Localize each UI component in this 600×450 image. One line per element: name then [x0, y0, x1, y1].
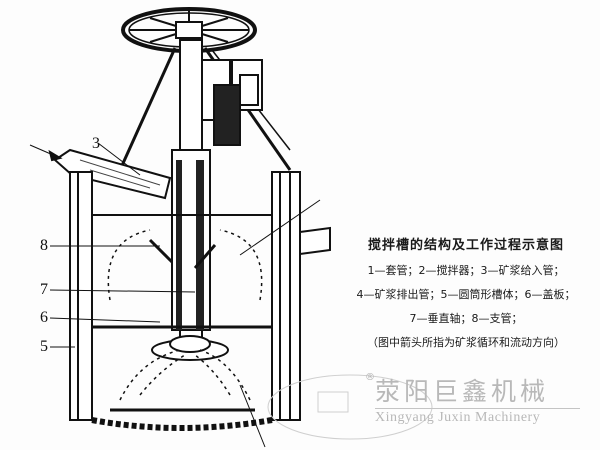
callout-6-label: 6	[40, 309, 48, 326]
watermark-company-en: Xingyang Juxin Machinery	[375, 410, 541, 425]
figure-note: （图中箭头所指为矿浆循环和流动方向）	[367, 336, 565, 349]
legend-line-3: 7—垂直轴；8—支管；	[409, 312, 523, 325]
watermark-divider	[375, 408, 580, 409]
company-watermark: ® 荥阳巨鑫机械 Xingyang Juxin Machinery	[365, 372, 585, 426]
callout-5-label: 5	[40, 338, 48, 355]
callout-3-label: 3	[92, 135, 100, 152]
figure-title: 搅拌槽的结构及工作过程示意图	[367, 238, 564, 253]
legend-line-1: 1—套管；2—搅拌器；3—矿浆给入管；	[367, 264, 565, 277]
legend-line-2: 4—矿浆排出管；5—圆筒形槽体；6—盖板；	[356, 288, 576, 301]
callout-7-label: 7	[40, 281, 48, 298]
figure-caption: 搅拌槽的结构及工作过程示意图 1—套管；2—搅拌器；3—矿浆给入管； 4—矿浆排…	[332, 234, 600, 350]
watermark-company-cn: 荥阳巨鑫机械	[375, 377, 550, 406]
registered-mark-icon: ®	[365, 372, 375, 383]
callout-8-label: 8	[40, 237, 48, 254]
